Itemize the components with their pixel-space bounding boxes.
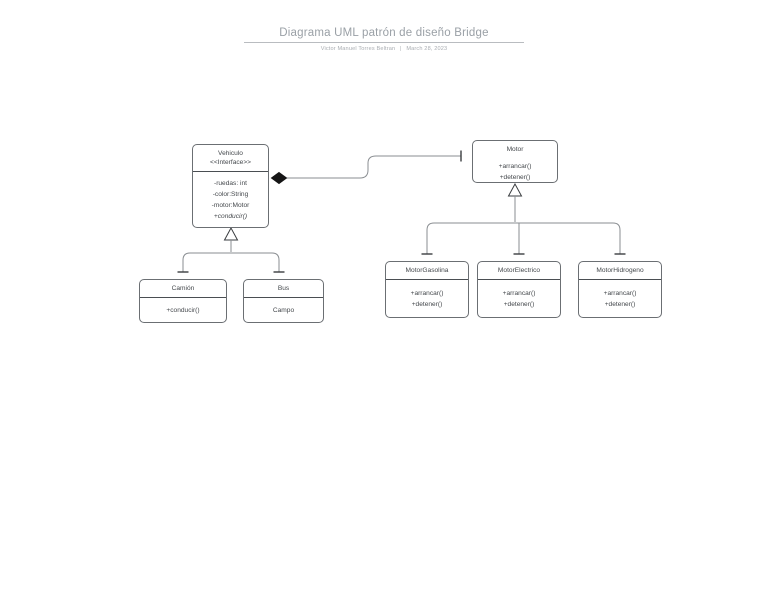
uml-class-motorhidrogeno[interactable]: MotorHidrogeno +arrancar() +detener() bbox=[578, 261, 662, 318]
uml-member: +arrancar() bbox=[498, 163, 532, 170]
byline-separator: | bbox=[399, 46, 402, 52]
uml-class-motorelectrico-divider bbox=[478, 279, 560, 280]
uml-class-motorelectrico-name: MotorElectrico bbox=[497, 267, 541, 274]
byline-author: Victor Manuel Torres Beltran bbox=[320, 46, 396, 52]
uml-member: +detener() bbox=[411, 300, 443, 308]
uml-member: +arrancar() bbox=[410, 289, 444, 297]
uml-class-vehiculo-members: -ruedas: int -color:String -motor:Motor … bbox=[193, 172, 268, 227]
uml-class-motor-name: Motor bbox=[506, 146, 524, 153]
uml-class-vehiculo-divider bbox=[193, 171, 268, 172]
uml-class-vehiculo-stereotype: <<Interface>> bbox=[209, 159, 252, 166]
uml-class-motor-members: +arrancar() +detener() bbox=[473, 158, 557, 182]
uml-class-motorhidrogeno-divider bbox=[579, 279, 661, 280]
uml-member: -color:String bbox=[212, 190, 249, 198]
uml-class-motorgasolina-members: +arrancar() +detener() bbox=[386, 280, 468, 317]
uml-class-bus-name: Bus bbox=[277, 285, 290, 292]
uml-class-bus-members: Campo bbox=[244, 298, 323, 322]
uml-member: +arrancar() bbox=[502, 289, 536, 297]
edge-tree-vehiculo-subclasses bbox=[177, 226, 285, 273]
uml-class-motorhidrogeno-members: +arrancar() +detener() bbox=[579, 280, 661, 317]
uml-class-motorgasolina-name: MotorGasolina bbox=[405, 267, 449, 274]
edge-tree-motor-subclasses bbox=[421, 182, 626, 255]
uml-class-motorhidrogeno-header: MotorHidrogeno bbox=[579, 262, 661, 279]
uml-class-motorelectrico-members: +arrancar() +detener() bbox=[478, 280, 560, 317]
uml-class-vehiculo-name: Vehiculo bbox=[218, 150, 243, 157]
uml-member: +detener() bbox=[503, 300, 535, 308]
document-byline: Victor Manuel Torres Beltran | March 28,… bbox=[244, 46, 524, 52]
uml-class-vehiculo[interactable]: Vehiculo <<Interface>> -ruedas: int -col… bbox=[192, 144, 269, 228]
uml-member: +arrancar() bbox=[603, 289, 637, 297]
uml-member: +detener() bbox=[604, 300, 636, 308]
uml-class-vehiculo-header: Vehiculo <<Interface>> bbox=[193, 145, 268, 171]
uml-member: +conducir() bbox=[213, 212, 248, 220]
uml-class-motorgasolina-divider bbox=[386, 279, 468, 280]
uml-class-bus-divider bbox=[244, 297, 323, 298]
uml-class-camion-members: +conducir() bbox=[140, 298, 226, 322]
uml-class-motorelectrico[interactable]: MotorElectrico +arrancar() +detener() bbox=[477, 261, 561, 318]
uml-member: +detener() bbox=[499, 174, 531, 181]
uml-class-camion-divider bbox=[140, 297, 226, 298]
uml-class-motor-header: Motor bbox=[473, 141, 557, 158]
uml-class-motorhidrogeno-name: MotorHidrogeno bbox=[596, 267, 644, 274]
uml-class-motorgasolina[interactable]: MotorGasolina +arrancar() +detener() bbox=[385, 261, 469, 318]
uml-member: -ruedas: int bbox=[214, 179, 247, 187]
uml-class-camion-header: Camión bbox=[140, 280, 226, 297]
uml-class-bus[interactable]: Bus Campo bbox=[243, 279, 324, 323]
document-header: Diagrama UML patrón de diseño Bridge Vic… bbox=[244, 26, 524, 52]
uml-member: -motor:Motor bbox=[211, 201, 250, 209]
byline-date: March 28, 2023 bbox=[406, 46, 448, 52]
title-divider bbox=[244, 42, 524, 43]
uml-class-bus-header: Bus bbox=[244, 280, 323, 297]
uml-class-motorgasolina-header: MotorGasolina bbox=[386, 262, 468, 279]
page-title: Diagrama UML patrón de diseño Bridge bbox=[279, 27, 489, 39]
uml-class-motor[interactable]: Motor +arrancar() +detener() bbox=[472, 140, 558, 183]
uml-class-camion[interactable]: Camión +conducir() bbox=[139, 279, 227, 323]
uml-member: +conducir() bbox=[166, 306, 200, 314]
uml-class-motorelectrico-header: MotorElectrico bbox=[478, 262, 560, 279]
edge-vehiculo-motor bbox=[270, 150, 462, 185]
uml-class-camion-name: Camión bbox=[171, 285, 195, 292]
uml-member: Campo bbox=[272, 306, 295, 314]
